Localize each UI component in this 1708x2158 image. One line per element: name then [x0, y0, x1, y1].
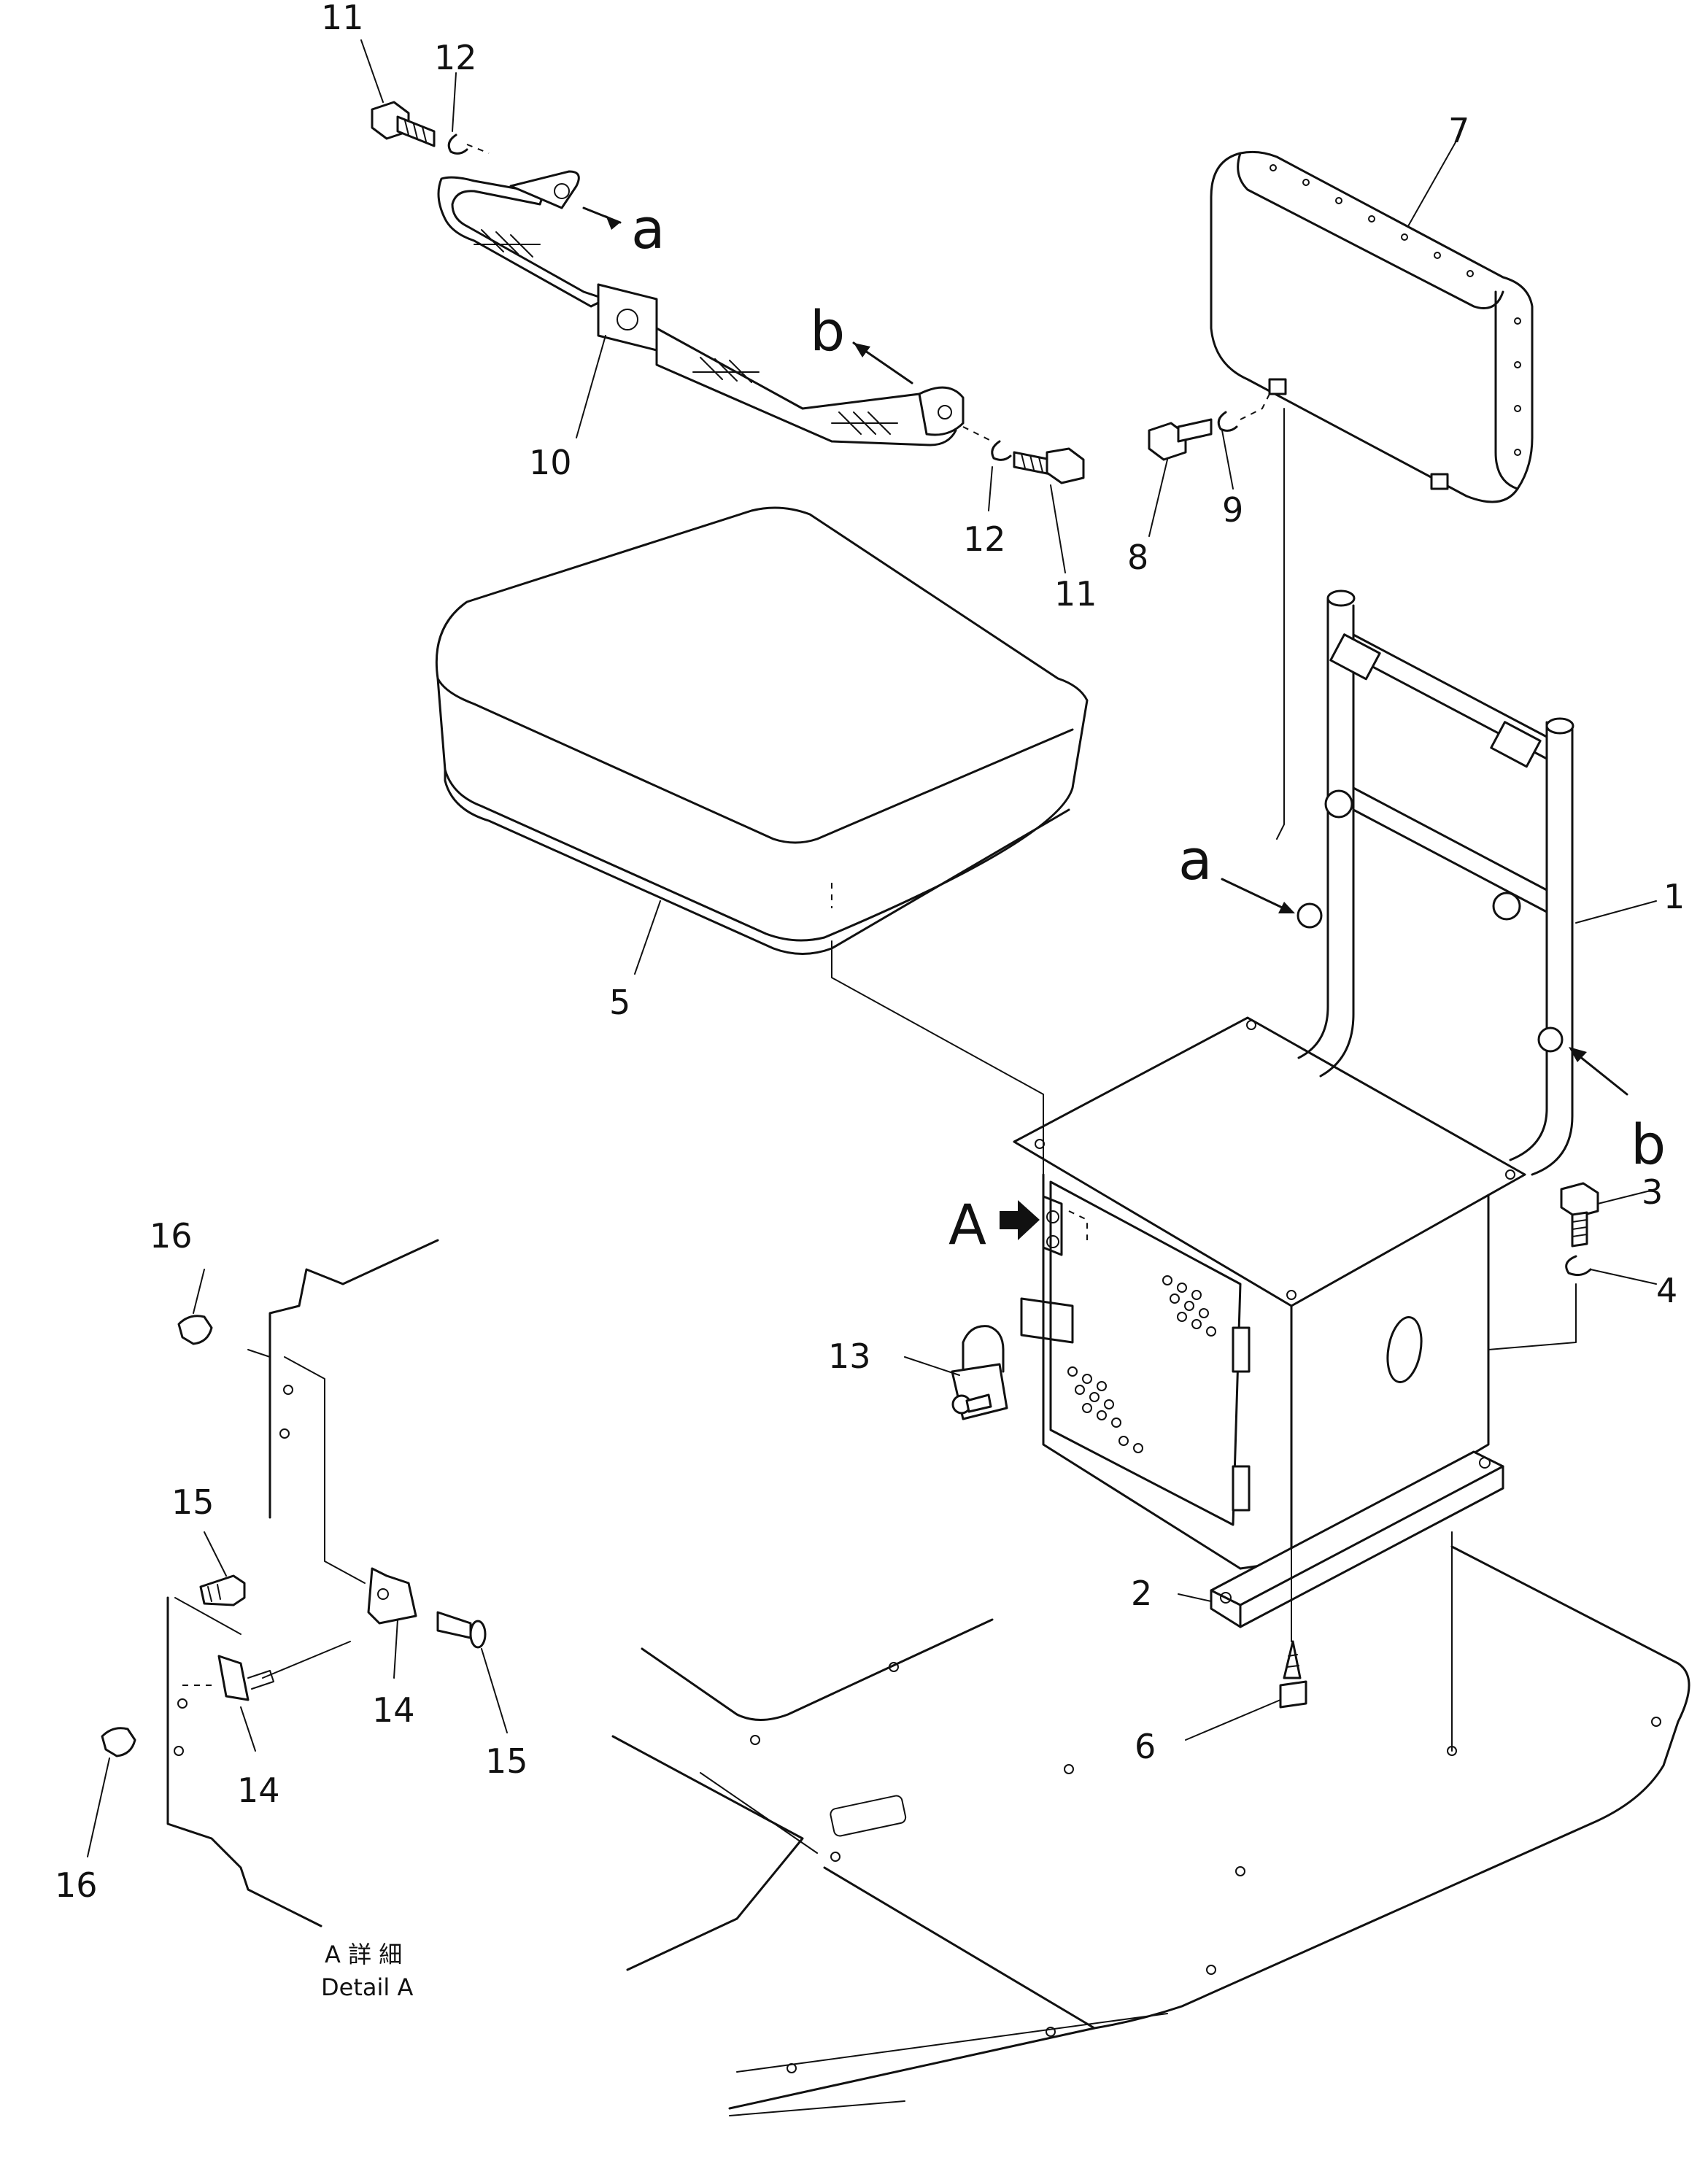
callout-11-top: 11	[321, 0, 364, 37]
leader	[962, 426, 993, 442]
washer-9	[1217, 411, 1238, 432]
letter-A: A	[948, 1192, 986, 1257]
callout-10: 10	[529, 443, 572, 482]
seat-cushion	[435, 506, 1089, 955]
floor-plate	[611, 1545, 1690, 2116]
hasp-14-left	[217, 1655, 250, 1701]
padlock	[951, 1325, 1008, 1420]
letter-b-frame: b	[1631, 1112, 1666, 1177]
screw-6	[1279, 1640, 1307, 1709]
backrest-frame	[1297, 589, 1574, 1176]
bolt-11-right	[1013, 447, 1085, 484]
seat-belt	[437, 170, 965, 446]
callout-4: 4	[1656, 1271, 1677, 1310]
nut-16-bottom	[101, 1727, 136, 1757]
callout-15-left: 15	[171, 1482, 215, 1522]
bolt-15-left	[199, 1574, 246, 1606]
callout-12-top: 12	[434, 38, 477, 77]
callout-14-right: 14	[372, 1690, 415, 1730]
callout-14-left: 14	[237, 1771, 280, 1810]
callout-3: 3	[1642, 1172, 1663, 1212]
callout-8: 8	[1127, 538, 1148, 577]
callout-5: 5	[609, 983, 630, 1022]
washer-12-top	[447, 134, 468, 155]
letter-b-top: b	[810, 298, 845, 363]
callout-7: 7	[1448, 111, 1469, 150]
callout-1: 1	[1663, 877, 1685, 916]
hasp-14-right	[367, 1567, 417, 1625]
leader	[831, 940, 1044, 1175]
callout-6: 6	[1135, 1727, 1156, 1766]
leader	[466, 144, 490, 154]
letter-a-top: a	[631, 196, 665, 261]
leader	[1488, 1283, 1577, 1350]
callout-13: 13	[828, 1337, 871, 1376]
detail-title-jp: A 詳 細	[325, 1941, 402, 1968]
letter-a-frame: a	[1178, 827, 1213, 892]
callout-15-right: 15	[485, 1741, 528, 1781]
leader	[1240, 393, 1270, 420]
bolt-3	[1560, 1182, 1599, 1248]
callout-16-bottom: 16	[55, 1865, 98, 1905]
bolt-8	[1148, 418, 1213, 461]
detail-a	[101, 1239, 487, 1927]
bolt-15-right	[436, 1611, 472, 1639]
arrows	[582, 206, 1628, 1240]
callout-16-top: 16	[150, 1216, 193, 1256]
leader	[1276, 408, 1285, 840]
base-rail	[1210, 1450, 1504, 1628]
bolt-11-top	[371, 101, 436, 147]
headrest	[1210, 150, 1534, 503]
washer-4	[1565, 1255, 1592, 1277]
callout-12-right: 12	[963, 519, 1006, 559]
detail-title-en: Detail A	[321, 1973, 413, 2001]
vent-holes	[1067, 1275, 1216, 1453]
nut-16-top	[177, 1315, 213, 1345]
washer-12-right	[991, 440, 1012, 461]
callout-2: 2	[1131, 1574, 1152, 1613]
callout-9: 9	[1222, 490, 1243, 530]
callout-leaders	[87, 39, 1657, 1857]
callout-11-right: 11	[1054, 574, 1097, 614]
